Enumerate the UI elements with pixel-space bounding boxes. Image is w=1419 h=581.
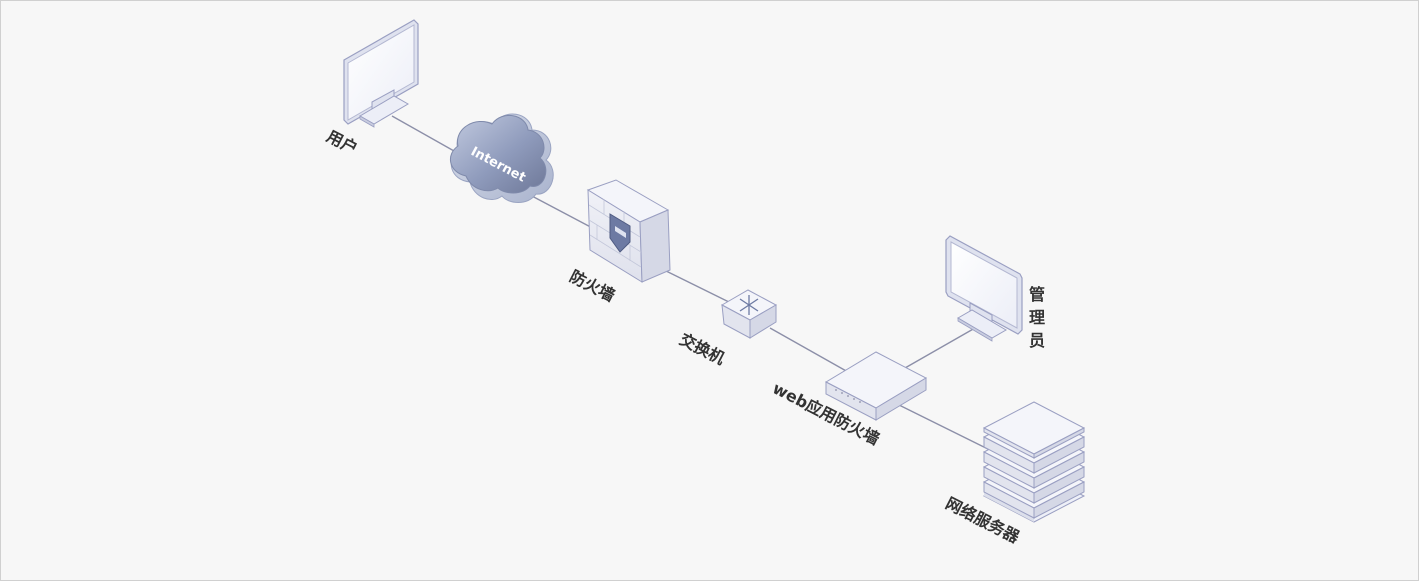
cloud-icon: Internet (450, 113, 554, 203)
edge-firewall-switch (659, 267, 736, 306)
firewall-icon (586, 179, 671, 283)
waf-appliance-icon (824, 351, 928, 421)
server-unit (982, 401, 1086, 459)
edge-internet-firewall (529, 194, 601, 233)
admin-monitor-icon (945, 235, 1023, 342)
edge-switch-waf (769, 327, 849, 373)
edge-waf-server (894, 402, 1001, 456)
server-rack-icon (982, 401, 1086, 523)
user-monitor-icon (343, 19, 419, 128)
switch-icon (720, 289, 778, 339)
edge-waf-admin (904, 327, 976, 369)
label-admin: 管理员 (1029, 285, 1046, 350)
